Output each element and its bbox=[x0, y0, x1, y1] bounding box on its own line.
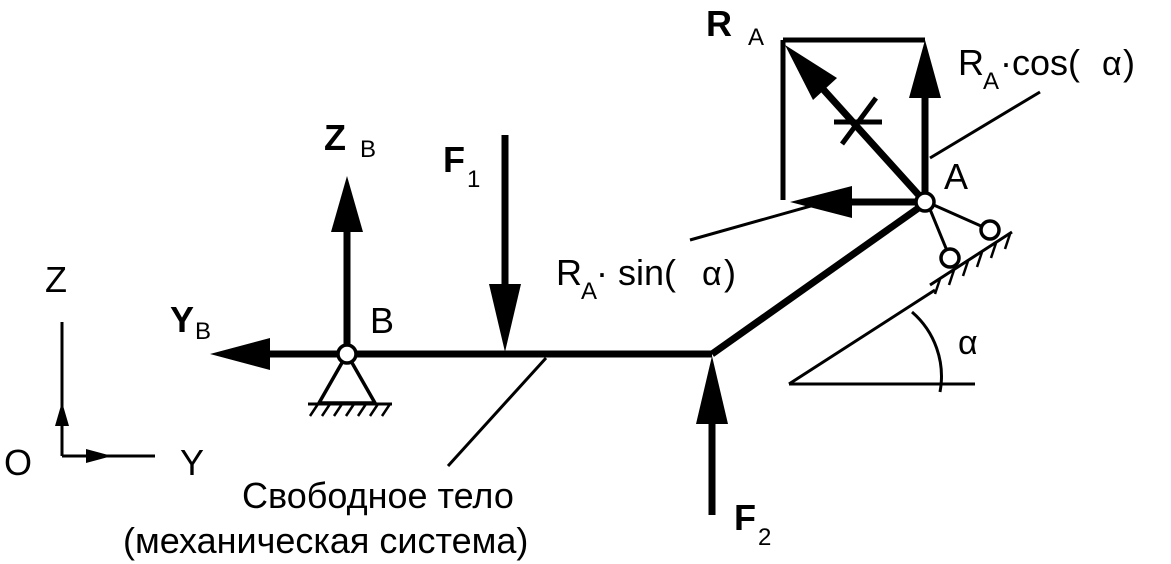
force-yb-arrowhead bbox=[210, 338, 270, 370]
ra-sin-label-alpha: α bbox=[702, 255, 722, 293]
force-ra-arrowhead bbox=[785, 45, 837, 100]
force-f2-arrowhead bbox=[696, 356, 728, 424]
force-ra-sin bbox=[790, 186, 925, 218]
ra-cos-leader-line bbox=[929, 90, 1041, 160]
force-f1-subscript: 1 bbox=[467, 166, 480, 193]
angle-alpha-label: α bbox=[958, 324, 978, 362]
force-f2: F 2 bbox=[696, 356, 771, 551]
ra-sin-label-sub: A bbox=[581, 278, 597, 305]
ra-cos-label-r: R bbox=[958, 42, 984, 83]
force-zb-arrowhead bbox=[331, 176, 363, 232]
coordinate-axes: Z Y O bbox=[4, 259, 204, 483]
caption-line-2: (механическая система) bbox=[123, 520, 528, 561]
support-a-roller-2 bbox=[979, 219, 1001, 241]
force-yb: Y B bbox=[170, 299, 347, 370]
force-ra-label: R bbox=[706, 3, 732, 44]
axis-y-arrowhead bbox=[86, 449, 112, 463]
support-b-hatching bbox=[308, 403, 392, 417]
ra-cos-label: R A ·cos( α ) bbox=[958, 42, 1135, 95]
axis-z-arrowhead bbox=[55, 402, 69, 426]
ra-cos-label-sub: A bbox=[983, 68, 999, 95]
point-a-label: A bbox=[944, 156, 968, 197]
force-f1-arrowhead bbox=[489, 284, 521, 352]
force-f1: F 1 bbox=[443, 135, 521, 352]
support-a: α bbox=[788, 200, 1013, 393]
body-beam bbox=[347, 199, 930, 358]
pin-a bbox=[914, 191, 936, 213]
ra-sin-label-close: ) bbox=[724, 252, 736, 293]
caption-leader-line bbox=[446, 356, 548, 468]
ra-cos-label-close: ) bbox=[1123, 42, 1135, 83]
force-ra: R A bbox=[706, 3, 928, 205]
axis-z-label: Z bbox=[45, 259, 67, 300]
force-yb-label: Y bbox=[170, 299, 194, 340]
angle-incline-line bbox=[788, 288, 936, 386]
caption-line-1: Свободное тело bbox=[242, 475, 514, 516]
force-ra-shaft bbox=[819, 85, 928, 205]
ra-sin-label-rest: · sin( bbox=[596, 252, 676, 293]
force-ra-cos bbox=[909, 40, 941, 202]
force-f1-label: F bbox=[443, 139, 465, 180]
force-f2-subscript: 2 bbox=[758, 524, 771, 551]
force-ra-subscript: A bbox=[748, 24, 764, 51]
ra-cos-label-rest: ·cos( bbox=[1000, 42, 1080, 83]
support-b bbox=[308, 350, 392, 417]
force-ra-cos-arrowhead bbox=[909, 40, 941, 98]
ra-sin-leader-line bbox=[689, 193, 851, 242]
beam-inclined bbox=[709, 199, 930, 357]
pin-b bbox=[336, 343, 358, 365]
force-ra-strike-diagonal bbox=[839, 96, 879, 146]
point-b-label: B bbox=[370, 300, 394, 341]
support-a-hatching bbox=[933, 233, 1012, 295]
axis-o-label: O bbox=[4, 442, 32, 483]
axis-y-label: Y bbox=[180, 442, 204, 483]
ra-cos-label-alpha: α bbox=[1102, 45, 1122, 83]
force-f2-label: F bbox=[734, 497, 756, 538]
ra-parallelogram bbox=[780, 37, 925, 200]
support-a-roller-1 bbox=[939, 247, 961, 269]
angle-alpha-arc bbox=[911, 310, 943, 393]
force-zb-label: Z bbox=[324, 117, 346, 158]
support-a-link-2 bbox=[926, 200, 991, 232]
ra-sin-label-r: R bbox=[556, 252, 582, 293]
ra-sin-label: R A · sin( α ) bbox=[556, 252, 736, 305]
force-zb-subscript: B bbox=[360, 136, 376, 163]
force-zb: Z B bbox=[324, 117, 376, 354]
support-a-inclined-surface bbox=[929, 230, 1013, 287]
force-yb-subscript: B bbox=[195, 318, 211, 345]
